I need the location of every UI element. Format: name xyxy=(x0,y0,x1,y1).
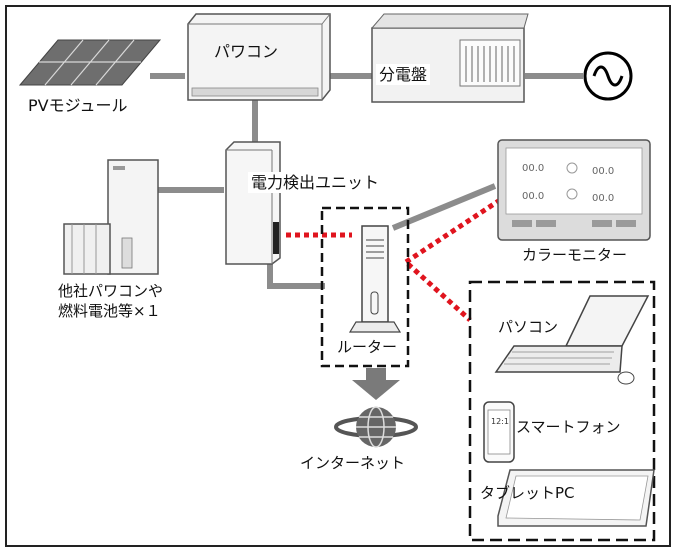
monitor-value-left-top: 00.0 xyxy=(522,163,544,174)
globe-icon xyxy=(334,406,418,448)
monitor-value-right-bottom: 00.0 xyxy=(592,193,614,204)
inverter-icon xyxy=(187,13,331,101)
laptop-icon xyxy=(494,295,650,385)
pv-module-label: PVモジュール xyxy=(28,96,128,115)
ac-grid-icon xyxy=(583,51,633,101)
wireless-links xyxy=(286,197,502,322)
power-conditioner-label: パワコン xyxy=(214,42,279,61)
fuel-cell-icon xyxy=(63,159,159,275)
meter-unit-icon xyxy=(225,141,281,265)
breaker-panel-icon xyxy=(370,13,529,103)
wireless-router-monitor xyxy=(404,197,502,265)
smartphone-icon: 12:1 xyxy=(483,401,515,463)
meter-unit-label: 電力検出ユニット xyxy=(248,172,383,194)
monitor-icon: 00.0 00.0 00.0 00.0 xyxy=(497,139,651,241)
router-group-box xyxy=(320,206,410,368)
wired-links xyxy=(150,73,583,289)
tablet-label: タブレットPC xyxy=(480,484,575,502)
outer-frame xyxy=(5,5,671,547)
router-label: ルーター xyxy=(337,338,398,356)
monitor-value-left-bottom: 00.0 xyxy=(522,191,544,202)
color-monitor-label: カラーモニター xyxy=(522,246,628,264)
link-meter-router xyxy=(267,258,325,289)
other-pcs-label-line1: 他社パワコンや xyxy=(58,282,164,300)
router-icon xyxy=(348,225,402,333)
distribution-board-label: 分電盤 xyxy=(376,64,431,86)
smartphone-label: スマートフォン xyxy=(516,418,621,436)
download-arrow-icon xyxy=(352,368,400,400)
link-router-monitor xyxy=(391,183,497,231)
internet-label: インターネット xyxy=(300,454,406,472)
monitor-value-right-top: 00.0 xyxy=(592,166,614,177)
smartphone-clock: 12:1 xyxy=(491,417,509,426)
tablet-icon xyxy=(497,469,655,527)
pc-label: パソコン xyxy=(498,318,559,336)
wireless-router-devices xyxy=(406,262,472,322)
other-pcs-label-line2: 燃料電池等×１ xyxy=(58,302,161,320)
pv-panel-icon xyxy=(18,39,162,86)
client-devices-box xyxy=(468,280,656,542)
